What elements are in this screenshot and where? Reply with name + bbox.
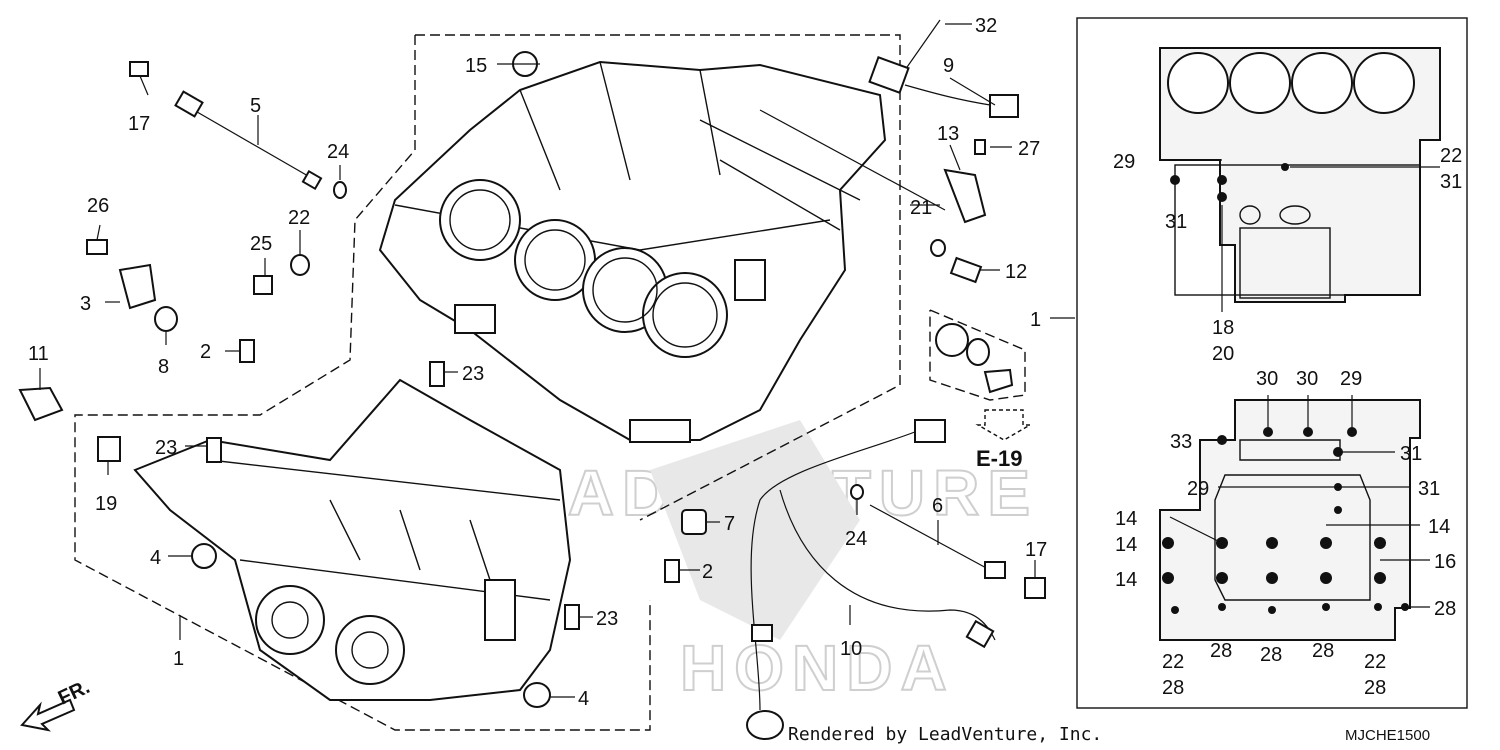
callout-8: 8 — [158, 356, 169, 378]
callout-26: 26 — [87, 195, 109, 217]
callout-11: 11 — [28, 343, 49, 365]
inset-callout-22-c: 22 — [1364, 651, 1386, 673]
callout-3: 3 — [80, 293, 91, 315]
callout-1-lower: 1 — [173, 648, 184, 670]
callout-22: 22 — [288, 207, 310, 229]
inset-callout-20: 20 — [1212, 343, 1234, 365]
inset-callout-30-b: 30 — [1296, 368, 1318, 390]
inset-callout-31-a: 31 — [1440, 171, 1462, 193]
callout-2-left: 2 — [200, 341, 211, 363]
lower-crankcase — [133, 378, 572, 701]
inset-callout-22-a: 22 — [1440, 145, 1462, 167]
inset-callout-31-b: 31 — [1165, 211, 1187, 233]
callout-17-top: 17 — [128, 113, 150, 135]
inset-callouts: 29 22 31 31 18 20 30 30 29 33 31 29 31 1… — [1113, 145, 1462, 699]
svg-text:HONDA: HONDA — [680, 632, 955, 704]
leader-lines — [39, 23, 1075, 698]
front-arrow-icon: FR. — [20, 676, 93, 732]
callout-32: 32 — [975, 15, 997, 37]
inset-callout-29-a: 29 — [1113, 151, 1135, 173]
upper-crankcase — [378, 60, 887, 443]
inset-callout-14-b: 14 — [1428, 516, 1450, 538]
inset-callout-29-b: 29 — [1340, 368, 1362, 390]
callout-2-right: 2 — [702, 561, 713, 583]
inset-callout-28-f: 28 — [1364, 677, 1386, 699]
inset-callout-14-c: 14 — [1115, 534, 1137, 556]
inset-callout-33: 33 — [1170, 431, 1192, 453]
callout-15: 15 — [465, 55, 487, 77]
diagram-code: MJCHE1500 — [1345, 727, 1430, 744]
svg-text:E-19: E-19 — [976, 446, 1022, 471]
callout-5: 5 — [250, 95, 261, 117]
callouts: 15 32 17 5 24 9 13 27 21 12 26 22 25 3 8… — [28, 15, 1047, 710]
inset-callout-18: 18 — [1212, 317, 1234, 339]
inset-callout-30-a: 30 — [1256, 368, 1278, 390]
credit-text: Rendered by LeadVenture, Inc. — [788, 724, 1102, 745]
watermark: LEADVENTURE HONDA — [469, 420, 1031, 705]
bolt-pattern-inset — [1076, 17, 1468, 709]
inset-callout-22-b: 22 — [1162, 651, 1184, 673]
callout-7: 7 — [724, 513, 735, 535]
callout-6: 6 — [932, 495, 943, 517]
callout-25: 25 — [250, 233, 272, 255]
callout-1-assembly: 1 — [1030, 309, 1041, 331]
inset-callout-31-d: 31 — [1418, 478, 1440, 500]
callout-19: 19 — [95, 493, 117, 515]
callout-17-bottom: 17 — [1025, 539, 1047, 561]
callout-24-bottom: 24 — [845, 528, 867, 550]
inset-callout-28-c: 28 — [1210, 640, 1232, 662]
callout-10: 10 — [840, 638, 862, 660]
callout-23-bottom: 23 — [596, 608, 618, 630]
inset-callout-28-a: 28 — [1434, 598, 1456, 620]
inset-callout-14-a: 14 — [1115, 508, 1137, 530]
callout-23-top: 23 — [462, 363, 484, 385]
callout-21: 21 — [910, 197, 932, 219]
reference-e19[interactable]: E-19 — [975, 409, 1033, 471]
callout-23-left: 23 — [155, 437, 177, 459]
inset-callout-28-b: 28 — [1162, 677, 1184, 699]
inset-callout-16: 16 — [1434, 551, 1456, 573]
callout-4-bottom: 4 — [578, 688, 589, 710]
callout-9: 9 — [943, 55, 954, 77]
inset-callout-28-d: 28 — [1260, 644, 1282, 666]
assembly-boundaries — [74, 34, 1026, 731]
callout-24-top: 24 — [327, 141, 349, 163]
inset-callout-31-c: 31 — [1400, 443, 1422, 465]
callout-4-left: 4 — [150, 547, 161, 569]
callout-13: 13 — [937, 123, 959, 145]
inset-callout-29-c: 29 — [1187, 478, 1209, 500]
small-parts — [18, 19, 1046, 740]
callout-12: 12 — [1005, 261, 1027, 283]
inset-callout-14-d: 14 — [1115, 569, 1137, 591]
callout-27: 27 — [1018, 138, 1040, 160]
inset-callout-28-e: 28 — [1312, 640, 1334, 662]
